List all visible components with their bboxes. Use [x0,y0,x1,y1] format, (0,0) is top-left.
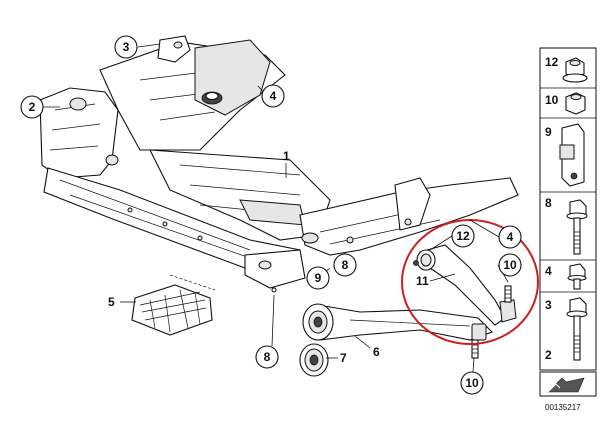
short-bolt-icon [567,263,587,290]
clip-nut-icon [559,123,585,187]
tension-strut-assembly [413,244,517,359]
svg-text:4: 4 [270,89,277,103]
svg-text:4: 4 [507,230,514,244]
skid-plate [131,274,216,336]
svg-text:3: 3 [123,40,130,54]
panel-label-12: 12 [545,55,559,69]
panel-label-3: 3 [545,298,552,312]
hardware-panel: 12 10 9 8 4 [539,47,597,397]
direction-arrow-icon [539,371,597,397]
panel-label-2: 2 [545,348,552,362]
callout-10-lower: 10 [460,371,484,395]
panel-label-9: 9 [545,125,552,139]
callout-4-right: 4 [498,225,522,249]
svg-text:8: 8 [264,350,271,364]
svg-text:10: 10 [465,376,479,390]
label-1: 1 [283,149,290,163]
svg-text:10: 10 [503,258,517,272]
label-11: 11 [416,274,429,288]
callout-3-top: 3 [114,35,138,59]
label-5: 5 [108,295,115,309]
callout-2: 2 [20,95,44,119]
panel-label-8: 8 [545,196,552,210]
panel-label-10: 10 [545,93,559,107]
callout-10-upper: 10 [498,253,522,277]
hex-nut-icon [565,92,586,115]
callout-9: 9 [306,266,330,290]
label-6: 6 [373,345,380,359]
callout-8-bottom: 8 [255,345,279,369]
callout-4-top: 4 [261,84,285,108]
control-arm [302,303,493,341]
callout-8-center: 8 [333,253,357,277]
front-subframe [39,35,519,293]
svg-text:12: 12 [456,229,470,243]
rubber-bushing [299,343,329,377]
panel-label-4: 4 [545,264,552,278]
label-7: 7 [340,351,347,365]
svg-text:8: 8 [342,258,349,272]
svg-text:9: 9 [315,271,322,285]
flange-bolt-icon [566,199,588,255]
callout-12: 12 [451,224,475,248]
svg-text:2: 2 [29,100,36,114]
long-bolt-icon [566,297,588,361]
flange-nut-icon [562,57,588,83]
diagram-id: 00135217 [545,403,581,412]
